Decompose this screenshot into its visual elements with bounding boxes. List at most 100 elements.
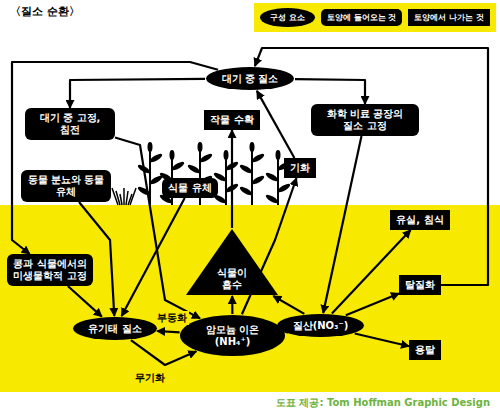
plant-leaf bbox=[171, 160, 186, 172]
component-ellipse: 대기 중 질소 bbox=[205, 66, 295, 91]
node-text-wrap: 기화 bbox=[290, 162, 310, 174]
node-label: 탈질화 bbox=[405, 279, 435, 291]
flow-arrow bbox=[231, 296, 233, 314]
plant-tip bbox=[276, 150, 281, 160]
grass-blade bbox=[126, 191, 128, 205]
plant-stem bbox=[251, 150, 253, 205]
edge-label: 부동화 bbox=[155, 311, 189, 325]
plant-leaf bbox=[251, 152, 266, 164]
output-box: 기화 bbox=[284, 158, 316, 178]
flow-arrow bbox=[346, 294, 399, 316]
node-text-wrap: 질산(NO₃⁻) bbox=[293, 320, 349, 332]
flow-arrow bbox=[273, 296, 304, 314]
node-text-wrap: 식물 유체 bbox=[168, 182, 211, 194]
node-text-wrap: 탈질화 bbox=[405, 279, 435, 291]
flow-arrow bbox=[332, 230, 411, 313]
uptake-triangle: 식물이 흡수 bbox=[185, 228, 279, 296]
input-box: 동물 분뇨와 동물 유체 bbox=[21, 170, 111, 202]
output-box: 작물 수확 bbox=[204, 110, 260, 130]
plant-leaf bbox=[149, 152, 164, 164]
output-box: 탈질화 bbox=[399, 275, 441, 295]
plant-illustration bbox=[112, 142, 291, 205]
plant-leaf bbox=[265, 171, 280, 183]
flow-arrow bbox=[68, 286, 102, 317]
output-box: 유실, 침식 bbox=[390, 210, 450, 230]
node-label: 질산(NO₃⁻) bbox=[293, 320, 349, 332]
node-text-wrap: 콩과 식물에서의 미생물학적 고정 bbox=[13, 258, 87, 282]
node-label: 식물 유체 bbox=[168, 182, 211, 194]
legend-text: 토양에서 나가는 것 bbox=[414, 12, 484, 23]
plant-leaf bbox=[239, 163, 254, 175]
plant-leaf bbox=[239, 185, 254, 197]
node-label: 작물 수확 bbox=[210, 114, 253, 126]
node-text-wrap: 작물 수확 bbox=[210, 114, 253, 126]
legend-sample: 토양에서 나가는 것 bbox=[408, 9, 490, 26]
edge-label: 무기화 bbox=[133, 371, 167, 385]
node-text-wrap: 암모늄 이온 (NH₄⁺) bbox=[198, 324, 268, 348]
node-text-wrap: 대기 중 질소 bbox=[222, 73, 279, 85]
triangle-fill bbox=[186, 229, 278, 295]
plant-tip bbox=[224, 150, 229, 160]
grass-blade bbox=[130, 188, 136, 205]
plant-tip bbox=[170, 150, 175, 160]
ellipse-fill bbox=[73, 317, 157, 340]
flow-arrow bbox=[122, 198, 185, 316]
node-label: 용탈 bbox=[415, 344, 435, 356]
node-text-wrap: 유기태 질소 bbox=[88, 323, 141, 335]
node-text-wrap: 동물 분뇨와 동물 유체 bbox=[27, 174, 105, 198]
input-box: 대기 중 고정, 침전 bbox=[25, 108, 115, 140]
plant-leaf bbox=[265, 193, 280, 205]
component-ellipse: 질산(NO₃⁻) bbox=[276, 313, 365, 338]
node-text-wrap: 대기 중 고정, 침전 bbox=[31, 112, 109, 136]
plant-leaf bbox=[277, 182, 292, 194]
node-label: 동물 분뇨와 동물 유체 bbox=[27, 174, 105, 198]
flow-arrow bbox=[257, 91, 295, 158]
flow-arrow bbox=[12, 62, 218, 254]
node-label: 기화 bbox=[290, 162, 310, 174]
ellipse-fill bbox=[206, 67, 294, 90]
component-ellipse: 암모늄 이온 (NH₄⁺) bbox=[179, 314, 286, 357]
node-label: 대기 중 질소 bbox=[222, 73, 279, 85]
plant-leaf bbox=[187, 163, 202, 175]
node-label: 암모늄 이온 (NH₄⁺) bbox=[198, 324, 268, 348]
flow-arrow bbox=[70, 79, 205, 108]
ellipse-fill bbox=[180, 315, 285, 356]
flow-arrow bbox=[255, 48, 488, 285]
node-label: 화학 비료 공장의 질소 고정 bbox=[317, 108, 413, 132]
input-box: 식물 유체 bbox=[162, 178, 218, 198]
plant-tip bbox=[198, 142, 203, 152]
plant-stem bbox=[225, 158, 227, 205]
flow-arrow bbox=[157, 331, 180, 332]
output-box: 용탈 bbox=[409, 340, 441, 360]
flow-arrow bbox=[323, 136, 361, 313]
plant-tip bbox=[250, 142, 255, 152]
diagram-title: 〈질소 순환〉 bbox=[10, 4, 80, 19]
plant-leaf bbox=[199, 152, 214, 164]
input-box: 콩과 식물에서의 미생물학적 고정 bbox=[7, 254, 93, 286]
node-label: 식물이 흡수 bbox=[212, 267, 252, 291]
flow-arrow bbox=[295, 79, 365, 104]
ellipse-fill bbox=[277, 314, 364, 337]
grass-blade bbox=[116, 191, 120, 205]
node-text-wrap: 용탈 bbox=[415, 344, 435, 356]
plant-stem bbox=[277, 158, 279, 205]
node-label: 콩과 식물에서의 미생물학적 고정 bbox=[13, 258, 87, 282]
legend-text: 토양에 들어오는 것 bbox=[327, 12, 397, 23]
grass-blade bbox=[120, 194, 122, 205]
node-label: 유실, 침식 bbox=[396, 214, 443, 226]
flow-arrow bbox=[115, 138, 200, 319]
legend-sample: 구성 요소 bbox=[260, 8, 315, 27]
grass-blade bbox=[123, 188, 125, 205]
node-label: 대기 중 고정, 침전 bbox=[31, 112, 109, 136]
credit-caption: 도표 제공: Tom Hoffman Graphic Design bbox=[276, 396, 490, 410]
plant-tip bbox=[148, 142, 153, 152]
flow-arrow bbox=[231, 130, 233, 228]
legend: 구성 요소 토양에 들어오는 것 토양에서 나가는 것 bbox=[254, 3, 496, 32]
legend-text: 구성 요소 bbox=[270, 12, 305, 23]
node-text-wrap: 유실, 침식 bbox=[396, 214, 443, 226]
legend-sample: 토양에 들어오는 것 bbox=[321, 9, 403, 26]
flow-arrow bbox=[355, 334, 409, 347]
node-text-wrap: 식물이 흡수 bbox=[212, 267, 252, 291]
